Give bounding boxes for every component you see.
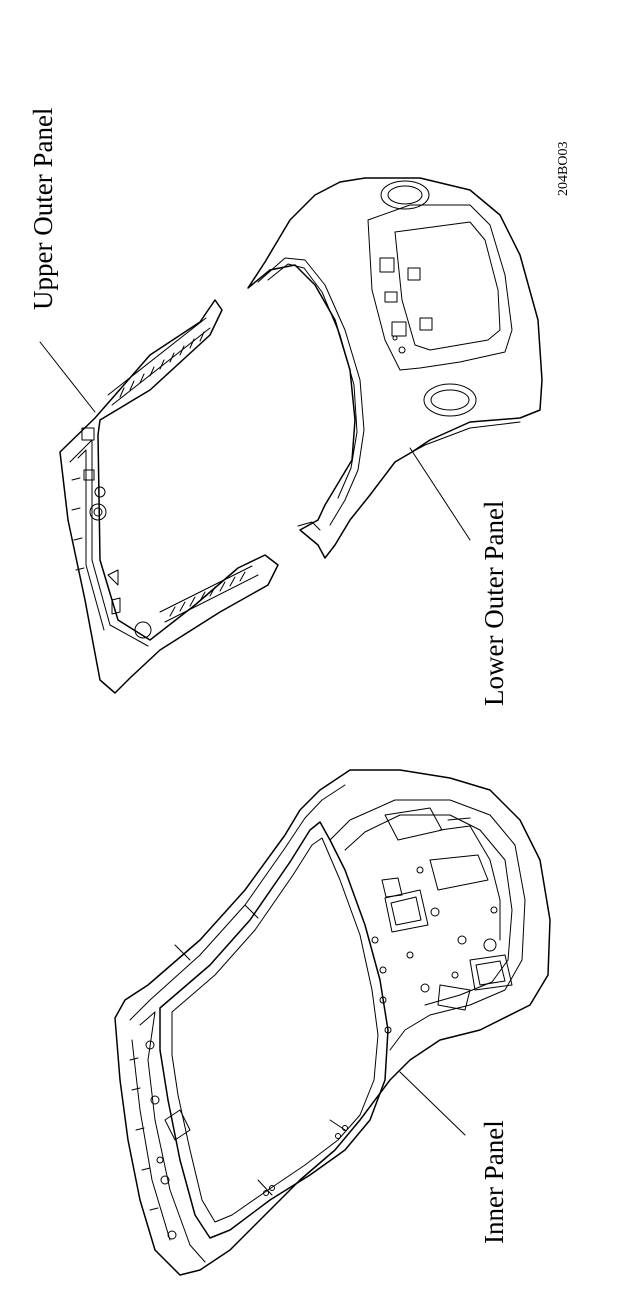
upper-outer-panel-leader — [39, 341, 96, 413]
lower-outer-panel-leader — [409, 447, 471, 541]
lower-outer-panel-label: Lower Outer Panel — [479, 501, 509, 706]
inner-panel-leader — [399, 1071, 466, 1136]
drawing-code-label: 204BO03 — [556, 142, 571, 196]
inner-panel-label: Inner Panel — [479, 1120, 509, 1244]
upper-outer-panel-drawing — [59, 299, 279, 694]
upper-outer-panel-label: Upper Outer Panel — [28, 108, 58, 310]
lower-outer-panel-drawing — [247, 177, 543, 559]
inner-panel-drawing — [114, 769, 551, 1276]
